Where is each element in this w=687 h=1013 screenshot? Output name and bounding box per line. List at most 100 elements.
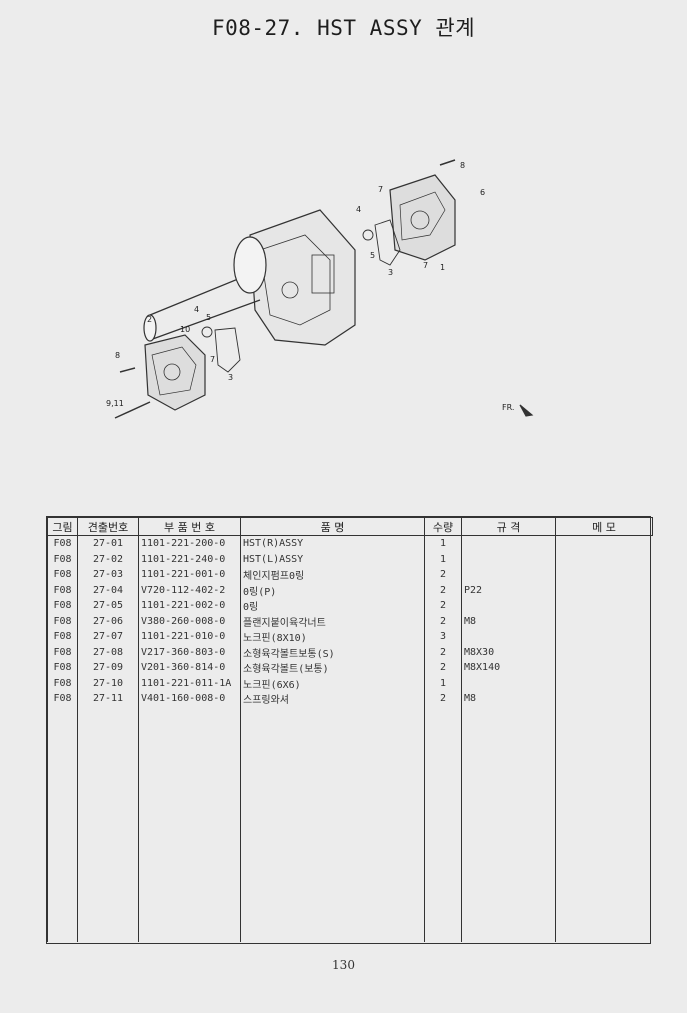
table-header-row: 그림 견출번호 부 품 번 호 품 명 수량 규 격 메 모: [47, 517, 653, 536]
callout-2: 2: [147, 315, 152, 324]
table-cell: F08: [47, 582, 78, 598]
table-cell: 2: [424, 582, 462, 598]
table-cell: [555, 660, 653, 676]
table-filler-cell: [555, 706, 653, 942]
table-cell: F08: [47, 598, 78, 614]
table-cell: [555, 613, 653, 629]
table-cell: 2: [424, 567, 462, 583]
table-cell: 27-03: [77, 567, 139, 583]
table-cell: M8X30: [461, 644, 556, 660]
table-filler-cell: [240, 706, 425, 942]
header-part-no: 부 품 번 호: [138, 517, 241, 536]
callout-4-top: 4: [356, 205, 361, 214]
header-ref-no: 견출번호: [77, 517, 139, 536]
table-cell: V380-260-008-0: [138, 613, 241, 629]
table-cell: 2: [424, 644, 462, 660]
table-filler-row: [47, 706, 653, 942]
table-cell: 3: [424, 629, 462, 645]
callout-3-top: 3: [388, 268, 393, 277]
table-cell: 1101-221-001-0: [138, 567, 241, 583]
table-cell: [461, 535, 556, 552]
table-cell: 27-06: [77, 613, 139, 629]
hst-right-assy: [389, 174, 456, 261]
hst-left-assy: [144, 334, 206, 411]
callout-fr: FR.: [502, 403, 514, 412]
table-cell: [555, 675, 653, 691]
table-cell: M8X140: [461, 660, 556, 676]
table-cell: 1: [424, 675, 462, 691]
callout-6: 6: [480, 188, 485, 197]
table-cell: [461, 629, 556, 645]
table-cell: 2: [424, 598, 462, 614]
callout-5-top: 5: [370, 251, 375, 260]
table-cell: [555, 629, 653, 645]
table-cell: [461, 598, 556, 614]
table-cell: M8: [461, 691, 556, 707]
table-cell: 체인지펌프0링: [240, 567, 425, 583]
table-cell: 27-02: [77, 551, 139, 567]
table-cell: V720-112-402-2: [138, 582, 241, 598]
table-cell: HST(R)ASSY: [240, 535, 425, 552]
table-cell: 27-08: [77, 644, 139, 660]
table-cell: 27-10: [77, 675, 139, 691]
table-cell: 노크핀(8X10): [240, 629, 425, 645]
table-cell: F08: [47, 644, 78, 660]
callout-10: 10: [180, 325, 190, 334]
table-cell: [555, 582, 653, 598]
table-cell: V217-360-803-0: [138, 644, 241, 660]
table-cell: 27-01: [77, 535, 139, 552]
callout-7-right: 7: [423, 261, 428, 270]
table-cell: [461, 567, 556, 583]
callout-7-top: 7: [378, 185, 383, 194]
table-cell: 1101-221-011-1A: [138, 675, 241, 691]
transmission-housing: [249, 209, 356, 346]
table-cell: F08: [47, 551, 78, 567]
header-qty: 수량: [424, 517, 462, 536]
callout-5-left: 5: [206, 313, 211, 322]
table-cell: 1101-221-010-0: [138, 629, 241, 645]
table-cell: 27-07: [77, 629, 139, 645]
table-cell: [555, 551, 653, 567]
table-cell: [555, 644, 653, 660]
table-cell: 소형육각볼트(보통): [240, 660, 425, 676]
header-figure: 그림: [47, 517, 78, 536]
table-cell: HST(L)ASSY: [240, 551, 425, 567]
table-filler-cell: [461, 706, 556, 942]
table-cell: 2: [424, 613, 462, 629]
table-cell: 1101-221-002-0: [138, 598, 241, 614]
fr-arrow: [519, 404, 534, 417]
page-number: 130: [332, 958, 355, 972]
long-bolt: [114, 401, 151, 419]
table-cell: F08: [47, 629, 78, 645]
table-cell: F08: [47, 660, 78, 676]
table-cell: [555, 598, 653, 614]
table-cell: M8: [461, 613, 556, 629]
header-part-name: 품 명: [240, 517, 425, 536]
table-cell: 2: [424, 691, 462, 707]
table-cell: [555, 535, 653, 552]
table-cell: [555, 691, 653, 707]
table-cell: 27-05: [77, 598, 139, 614]
table-cell: 2: [424, 660, 462, 676]
callout-1: 1: [440, 263, 445, 272]
gasket-left: [214, 327, 241, 373]
table-cell: 1101-221-240-0: [138, 551, 241, 567]
exploded-view-diagram: 8 7 6 4 5 3 7 1 2 4 5 10 8 7 3 9,11 FR.: [106, 159, 534, 419]
table-cell: 0링: [240, 598, 425, 614]
header-spec: 규 격: [461, 517, 556, 536]
table-cell: [555, 567, 653, 583]
table-filler-cell: [47, 706, 78, 942]
table-cell: 27-09: [77, 660, 139, 676]
table-cell: 소형육각볼트보통(S): [240, 644, 425, 660]
callout-8-top: 8: [460, 161, 465, 170]
table-cell: V201-360-814-0: [138, 660, 241, 676]
